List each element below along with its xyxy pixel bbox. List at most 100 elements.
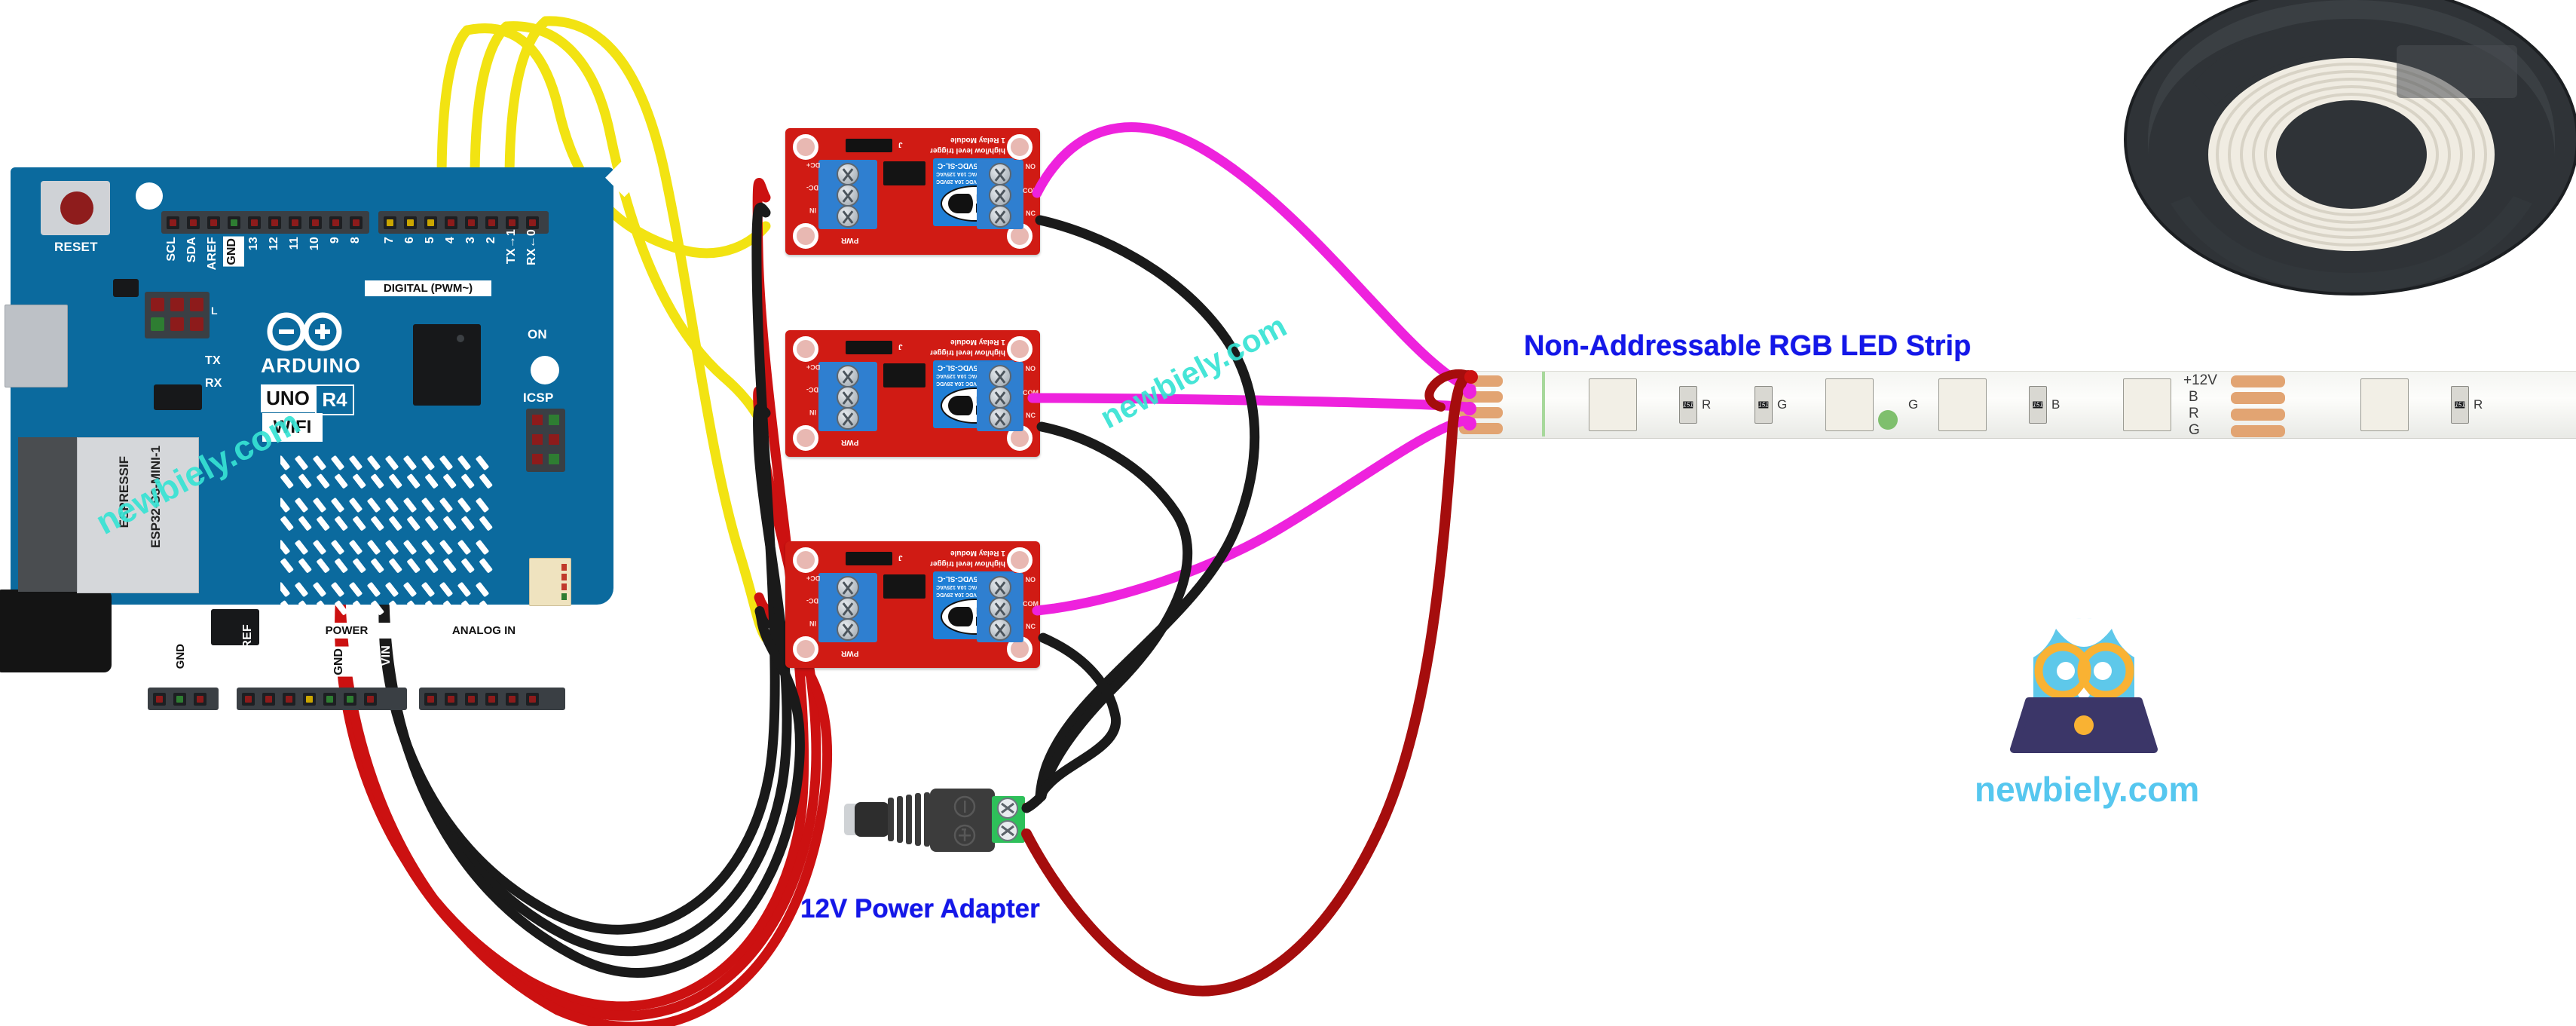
relay-module-blue[interactable]: 1 Relay Module high/low level trigger J …: [785, 541, 1040, 668]
header-pin-aref[interactable]: [207, 216, 220, 229]
terminal-label-com: COM: [1023, 187, 1039, 194]
trigger-jumper[interactable]: [846, 139, 892, 152]
rgb-led-package: [2123, 378, 2171, 431]
header-pin-gnd-vrtc[interactable]: [173, 692, 186, 706]
relay-mount-hole: [793, 425, 818, 451]
rgb-led-package: [1938, 378, 1987, 431]
rgb-led-package: [2360, 378, 2409, 431]
analog-header[interactable]: [419, 688, 565, 710]
terminal-screw[interactable]: [837, 618, 859, 641]
terminal-screw[interactable]: [837, 576, 859, 599]
terminal-screw[interactable]: [837, 597, 859, 620]
relay-module-green[interactable]: 1 Relay Module high/low level trigger J …: [785, 330, 1040, 457]
header-pin-rx0[interactable]: [526, 216, 539, 229]
vrtc-header[interactable]: [148, 688, 219, 710]
tx-led-label: TX: [205, 354, 221, 367]
header-pin-3v3[interactable]: [283, 692, 295, 706]
input-terminal-block[interactable]: [818, 362, 877, 431]
output-terminal-block[interactable]: [977, 573, 1023, 642]
header-pin-a1[interactable]: [445, 692, 457, 706]
terminal-screw[interactable]: [989, 205, 1011, 228]
header-pin-9[interactable]: [329, 216, 342, 229]
solder-pad-r-mid[interactable]: [2231, 409, 2285, 421]
header-pin-gnd[interactable]: [228, 216, 240, 229]
terminal-label-com: COM: [1023, 600, 1039, 608]
header-pin-scl[interactable]: [167, 216, 179, 229]
led-strip[interactable]: 151 R 151 G G 151 B +12V B R G 151 R: [1456, 371, 2576, 454]
header-pin-5v[interactable]: [303, 692, 316, 706]
header-pin-11[interactable]: [289, 216, 301, 229]
header-pin-reset[interactable]: [262, 692, 275, 706]
rgb-led-package: [1589, 378, 1637, 431]
solder-pad-b-mid[interactable]: [2231, 392, 2285, 404]
header-pin-gnd1[interactable]: [323, 692, 336, 706]
header-pin-6[interactable]: [404, 216, 417, 229]
header-pin-a3[interactable]: [485, 692, 498, 706]
header-pin-a2[interactable]: [465, 692, 478, 706]
header-pin-5[interactable]: [424, 216, 437, 229]
header-pin-a0[interactable]: [424, 692, 437, 706]
relay-module-red[interactable]: 1 Relay Module high/low level trigger J …: [785, 128, 1040, 255]
resistor-r2: 151: [2451, 386, 2469, 424]
terminal-screw[interactable]: [989, 386, 1011, 409]
header-pin-off[interactable]: [153, 692, 166, 706]
arduino-uno-r4-wifi-board[interactable]: RESET ESPRESSIF ESP32-S3-MINI-1 SCL SDA …: [0, 167, 613, 716]
analog-group-label: ANALOG IN: [427, 623, 541, 639]
pad-label-b: B: [2189, 389, 2198, 405]
channel-mark-b: B: [2051, 397, 2060, 412]
led-matrix: [277, 452, 506, 627]
reset-button[interactable]: [41, 181, 110, 235]
header-pin-10[interactable]: [309, 216, 322, 229]
header-pin-ioref[interactable]: [242, 692, 255, 706]
solder-pad-12v-mid[interactable]: [2231, 375, 2285, 387]
power-header[interactable]: [237, 688, 407, 710]
header-pin-vin[interactable]: [364, 692, 377, 706]
digital-header-left[interactable]: [161, 211, 369, 234]
terminal-screw[interactable]: [837, 407, 859, 430]
usb-connector[interactable]: [5, 305, 68, 387]
input-terminal-block[interactable]: [818, 573, 877, 642]
header-pin-gnd2[interactable]: [344, 692, 356, 706]
header-pin-7[interactable]: [384, 216, 396, 229]
terminal-screw[interactable]: [837, 205, 859, 228]
trigger-jumper[interactable]: [846, 552, 892, 565]
resistor-g: 151: [1755, 386, 1773, 424]
terminal-screw[interactable]: [989, 618, 1011, 641]
terminal-screw[interactable]: [989, 407, 1011, 430]
solder-pad-g-mid[interactable]: [2231, 425, 2285, 437]
relay-mount-hole: [793, 336, 818, 362]
header-pin-2[interactable]: [485, 216, 498, 229]
digital-header-right[interactable]: [378, 211, 549, 234]
header-pin-13[interactable]: [248, 216, 261, 229]
reset-label: RESET: [54, 240, 98, 254]
output-terminal-block[interactable]: [977, 160, 1023, 229]
header-pin-vrtc[interactable]: [194, 692, 207, 706]
optocoupler: [883, 574, 925, 599]
header-pin-8[interactable]: [350, 216, 363, 229]
terminal-screw[interactable]: [837, 184, 859, 207]
rx-led-label: RX: [205, 377, 222, 390]
channel-mark-g: G: [1777, 397, 1788, 412]
renesas-mcu: [413, 324, 481, 406]
smd-regulator: [113, 279, 139, 297]
smd-mosfet: [211, 609, 259, 645]
header-pin-tx1[interactable]: [506, 216, 519, 229]
terminal-screw[interactable]: [989, 576, 1011, 599]
cut-line: [1542, 372, 1545, 436]
header-pin-sda[interactable]: [187, 216, 200, 229]
header-pin-12[interactable]: [268, 216, 281, 229]
output-terminal-block[interactable]: [977, 362, 1023, 431]
header-pin-3[interactable]: [465, 216, 478, 229]
header-pin-a5[interactable]: [526, 692, 539, 706]
resistor-r: 151: [1679, 386, 1697, 424]
qwiic-connector[interactable]: [529, 558, 571, 606]
trigger-jumper[interactable]: [846, 341, 892, 354]
barrel-jack[interactable]: [0, 590, 112, 672]
input-terminal-block[interactable]: [818, 160, 877, 229]
header-pin-4[interactable]: [445, 216, 457, 229]
header-pin-a4[interactable]: [506, 692, 519, 706]
icsp-header[interactable]: [526, 409, 565, 472]
led-cluster: [145, 292, 210, 338]
